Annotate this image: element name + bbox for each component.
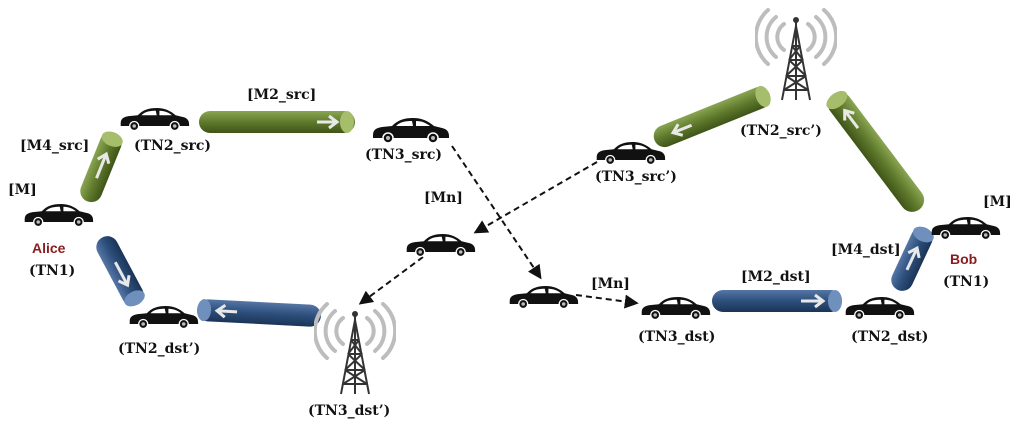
arrow-left-icon: [214, 303, 238, 319]
car-icon-alice: [23, 203, 94, 228]
bob-node-id-label: (TN1): [943, 274, 990, 290]
car-icon-tn3-dst: [640, 296, 711, 321]
tunnel-dst-prime: [197, 299, 321, 327]
car-icon-mn-mid: [405, 233, 476, 258]
m4-src-label: [M4_src]: [20, 138, 90, 154]
tunnel-alice-to-tn2-dst-prime: [96, 236, 145, 307]
m2-dst-label: [M2_dst]: [741, 269, 811, 285]
dashed-arrow-tn3-src-prime-to-mn: [473, 161, 598, 234]
tn2-src-label: (TN2_src): [134, 138, 211, 154]
arrow-up-icon: [905, 245, 921, 271]
mn-mid-label: [Mn]: [424, 190, 463, 206]
tunnel-m4-src: [80, 131, 123, 203]
tn2-dst-label: (TN2_dst): [851, 329, 929, 345]
tunnel-m4-dst: [891, 226, 934, 291]
car-icon-tn2-dst-prime: [128, 305, 199, 330]
tn3-src-prime-label: (TN3_src’): [595, 169, 677, 185]
car-icon-tn2-dst: [844, 296, 915, 321]
cell-tower-icon: [756, 10, 836, 100]
dashed-arrow-mn-to-tn3-dst: [575, 294, 639, 309]
car-icon-tn3-src-prime: [595, 141, 666, 166]
bob-name-label: Bob: [950, 251, 978, 267]
tn3-dst-label: (TN3_dst): [638, 329, 716, 345]
car-icon-tn2-src: [119, 107, 190, 132]
dashed-arrow-mn-to-tower: [358, 256, 424, 305]
car-icon-tn3-src: [372, 117, 450, 144]
car-icon-bob: [930, 216, 1001, 241]
mn-right-label: [Mn]: [591, 276, 630, 292]
tn3-src-label: (TN3_src): [365, 147, 442, 163]
m2-src-label: [M2_src]: [247, 87, 317, 103]
tn2-dst-prime-label: (TN2_dst’): [118, 341, 201, 357]
alice-name-label: Alice: [32, 240, 66, 256]
arrow-right-icon: [801, 293, 826, 309]
arrow-up-icon: [95, 151, 111, 179]
tunnel-m2-src: [199, 111, 355, 133]
alice-node-id-label: (TN1): [29, 263, 76, 279]
tunnel-src-prime: [653, 85, 771, 148]
tunnel-m2-dst: [712, 290, 842, 312]
alice-message-label: [M]: [8, 182, 37, 198]
arrow-left-icon: [670, 123, 693, 137]
tn3-dst-prime-label: (TN3_dst’): [308, 403, 391, 419]
car-icon-mn-right: [508, 285, 579, 310]
tunnel-bob-to-tower: [826, 90, 925, 212]
m4-dst-label: [M4_dst]: [831, 242, 901, 258]
cell-tower-icon: [315, 304, 395, 394]
arrow-up-icon: [113, 261, 131, 288]
dashed-arrow-tn3-src-to-mn: [451, 145, 542, 280]
bob-message-label: [M]: [983, 194, 1012, 210]
tn2-src-prime-label: (TN2_src’): [740, 123, 822, 139]
arrow-up-icon: [843, 108, 860, 129]
arrow-right-icon: [317, 114, 340, 130]
